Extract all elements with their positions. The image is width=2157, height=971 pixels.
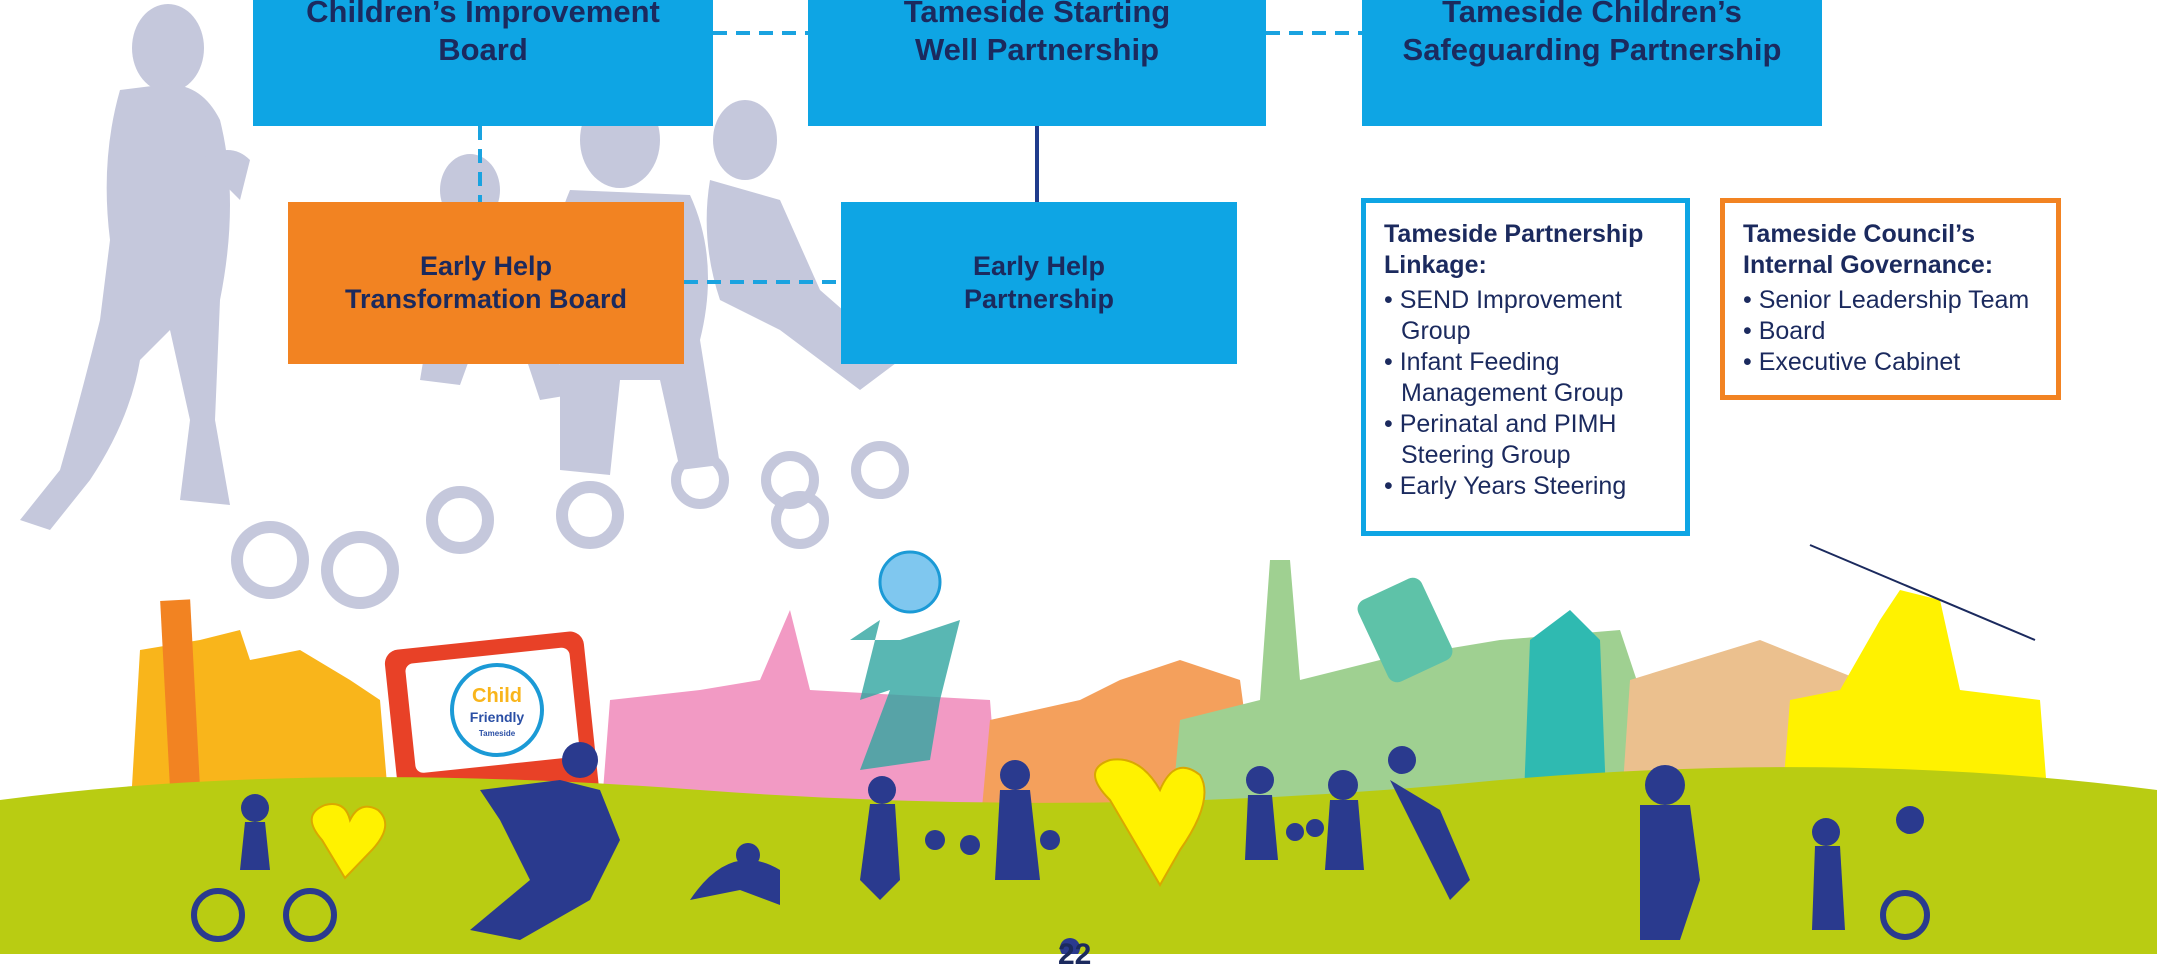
list-item: Perinatal and PIMH Steering Group — [1384, 409, 1667, 471]
logo-line1: Child — [472, 685, 522, 707]
safeguarding-partnership: Tameside Children’s Safeguarding Partner… — [1362, 0, 1822, 126]
logo-line2: Friendly — [470, 709, 525, 725]
internal-governance-title: Tameside Council’s Internal Governance: — [1743, 220, 1994, 279]
partnership-linkage-panel: Tameside Partnership Linkage: SEND Impro… — [1361, 198, 1690, 536]
safeguarding-partnership-label: Tameside Children’s Safeguarding Partner… — [1402, 0, 1782, 67]
starting-well-partnership: Tameside Starting Well Partnership — [808, 0, 1266, 126]
list-item: Board — [1743, 316, 2038, 347]
logo-line3: Tameside — [479, 729, 516, 738]
early-help-transformation-board-label: Early Help Transformation Board — [344, 251, 628, 314]
partnership-linkage-title: Tameside Partnership Linkage: — [1384, 220, 1644, 279]
hearts — [310, 758, 1206, 887]
list-item: SEND Improvement Group — [1384, 285, 1667, 347]
internal-governance-list: Senior Leadership Team Board Executive C… — [1743, 285, 2038, 378]
partnership-linkage-list: SEND Improvement Group Infant Feeding Ma… — [1384, 285, 1667, 502]
childrens-improvement-board-label: Children’s Improvement Board — [306, 0, 660, 67]
page-number-fragment: 22 — [1058, 938, 1092, 971]
list-item: Early Years Steering — [1384, 471, 1667, 502]
people-figures — [191, 742, 1930, 954]
childrens-improvement-board: Children’s Improvement Board — [253, 0, 713, 126]
internal-governance-panel: Tameside Council’s Internal Governance: … — [1720, 198, 2061, 400]
list-item: Infant Feeding Management Group — [1384, 347, 1667, 409]
early-help-transformation-board: Early Help Transformation Board — [288, 202, 684, 364]
starting-well-partnership-label: Tameside Starting Well Partnership — [903, 0, 1171, 67]
early-help-partnership: Early Help Partnership — [841, 202, 1237, 364]
early-help-partnership-label: Early Help Partnership — [963, 251, 1115, 314]
child-friendly-logo: Child Friendly Tameside — [450, 663, 544, 757]
list-item: Senior Leadership Team — [1743, 285, 2038, 316]
list-item: Executive Cabinet — [1743, 347, 2038, 378]
